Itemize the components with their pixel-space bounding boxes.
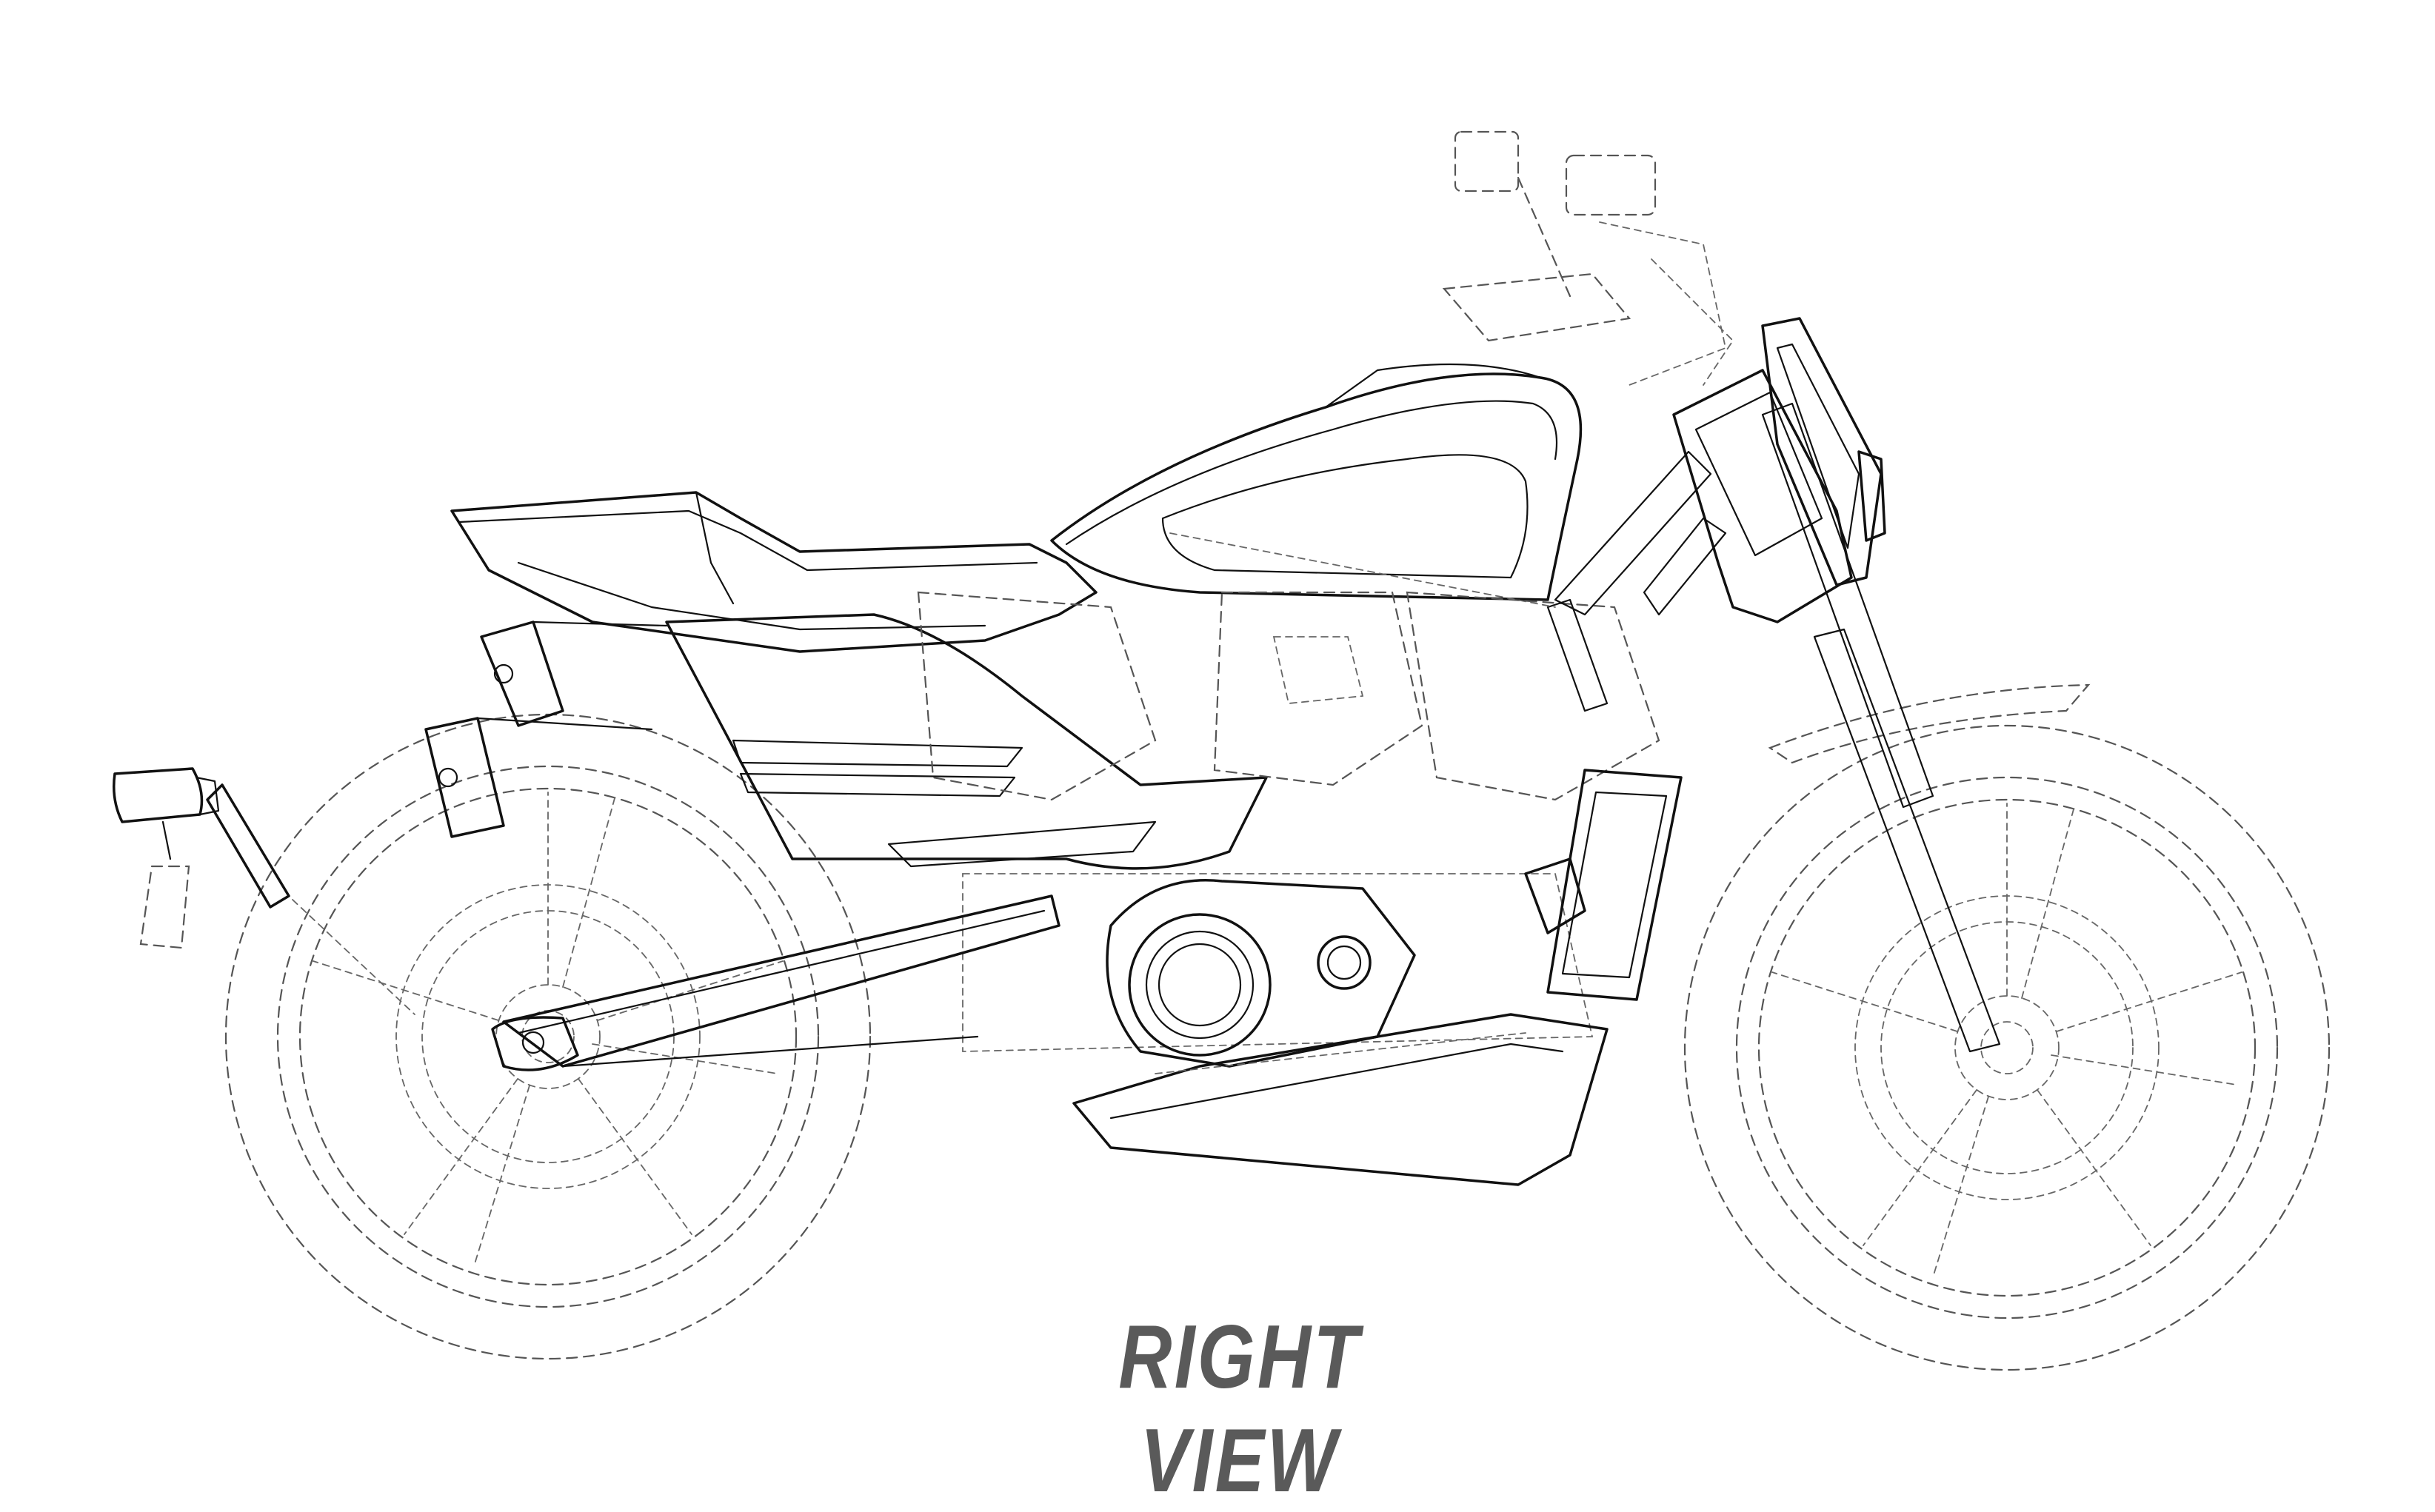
crankcase-cover [1106,879,1416,1068]
belly-pan [1072,1013,1609,1186]
frame [1169,450,1727,712]
front-fork [1672,369,2001,1053]
handlebar [1442,130,1734,386]
tail-light [113,767,415,1015]
front-wheel [1683,683,2331,1371]
fuel-tank [1050,363,1583,601]
swingarm [491,894,1060,1071]
rear-wheel [224,713,872,1360]
headlight [1761,317,1886,586]
side-cover [665,613,1268,870]
exhaust [424,620,668,838]
seat [450,491,1098,653]
view-label: RIGHT VIEW [1118,1306,1361,1511]
engine [917,591,1660,1052]
radiator [1524,769,1683,1001]
